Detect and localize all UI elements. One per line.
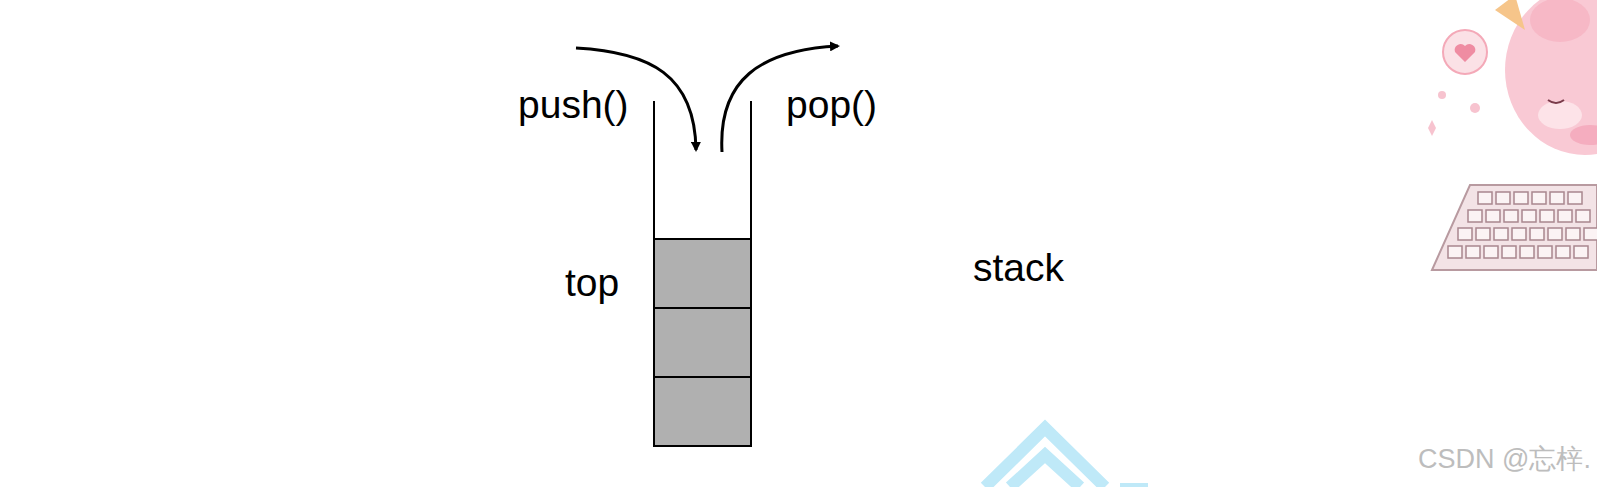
watermark-logo (985, 428, 1105, 487)
operation-label: pop() (786, 84, 877, 127)
stack-element (654, 308, 751, 377)
pointer-label: top (565, 262, 619, 305)
stack-element (654, 239, 751, 308)
stack-element (654, 377, 751, 446)
watermark-logo (1120, 483, 1148, 487)
structure-label: stack (973, 247, 1064, 290)
watermark: CSDN @忘梓. (1418, 445, 1591, 475)
anime-illustration (1428, 0, 1597, 270)
operation-label: push() (518, 84, 629, 127)
